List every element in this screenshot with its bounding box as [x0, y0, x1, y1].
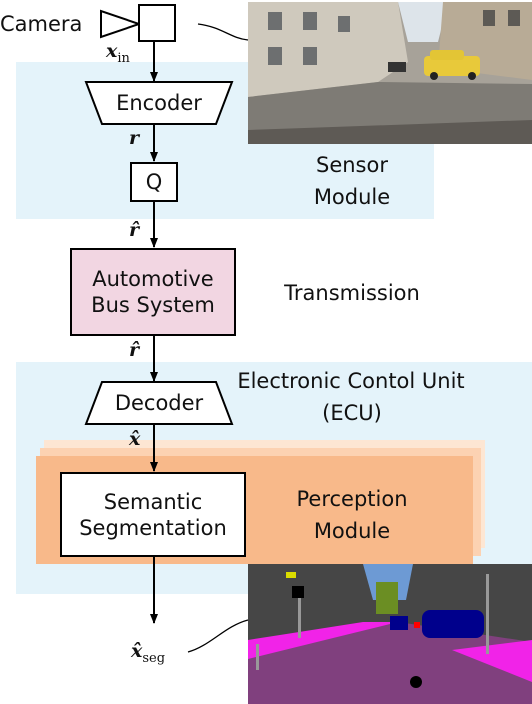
output-subscript: seg	[142, 650, 166, 666]
r-symbol: r	[129, 127, 140, 149]
x-hat-symbol: x̂	[129, 428, 141, 450]
decoder-label: Decoder	[114, 391, 204, 415]
output-symbol-x: x̂	[131, 640, 143, 662]
input-subscript: in	[117, 50, 130, 66]
input-symbol-x: x	[106, 40, 118, 62]
perception-label-1: Perception	[296, 487, 408, 511]
encoder-shape	[84, 81, 234, 125]
r-hat-symbol-1: r̂	[129, 219, 140, 241]
sensor-module-label-2: Module	[313, 185, 391, 209]
output-symbol: x̂seg	[131, 640, 165, 666]
quantizer-box: Q	[130, 162, 178, 202]
bus-label-2: Bus System	[91, 293, 215, 317]
decoder-shape	[84, 381, 234, 425]
sensor-module-label-1: Sensor	[316, 153, 388, 177]
camera-label: Camera	[0, 12, 83, 36]
ecu-label-1: Electronic Contol Unit	[237, 369, 465, 393]
bus-system-box: Automotive Bus System	[70, 248, 236, 336]
perception-label-2: Module	[313, 519, 391, 543]
bus-label-1: Automotive	[92, 267, 214, 291]
segmentation-label-2: Segmentation	[79, 515, 227, 540]
street-photo	[248, 2, 532, 144]
segmentation-photo	[248, 564, 532, 704]
ecu-label-2: (ECU)	[322, 401, 382, 425]
camera-icon	[100, 4, 176, 42]
r-hat-symbol-2: r̂	[129, 339, 140, 361]
encoder-label: Encoder	[116, 91, 202, 115]
quantizer-label: Q	[145, 170, 163, 194]
transmission-label: Transmission	[284, 281, 420, 305]
segmentation-label-1: Semantic	[103, 489, 203, 514]
input-symbol: xin	[106, 40, 130, 66]
segmentation-box: Semantic Segmentation	[60, 472, 246, 557]
